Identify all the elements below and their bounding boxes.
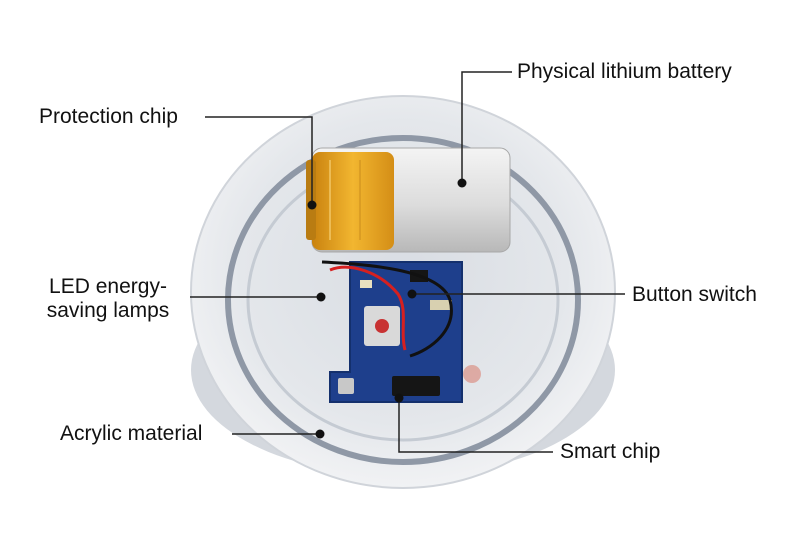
dot-led [316, 292, 326, 302]
black-wire [321, 260, 453, 358]
label-led-line2: saving lamps [46, 299, 170, 322]
label-battery: Physical lithium battery [517, 60, 732, 83]
led-part [338, 378, 354, 394]
smart-chip-part [392, 376, 440, 396]
leader-protection-chip [205, 116, 313, 205]
label-smart-chip: Smart chip [560, 440, 661, 463]
red-wire [329, 265, 407, 351]
led-glow [463, 365, 481, 383]
dot-acrylic [315, 429, 325, 439]
leader-dots [307, 178, 467, 439]
dot-battery [457, 178, 467, 188]
leader-battery [461, 71, 512, 183]
circuit-board [321, 260, 463, 403]
label-led: LED energy- saving lamps [28, 275, 188, 323]
dot-protection-chip [307, 200, 317, 210]
leader-smart-chip [398, 398, 553, 453]
label-button-switch: Button switch [632, 283, 757, 306]
lithium-battery [306, 147, 511, 253]
outer-ring [225, 135, 581, 465]
leader-lines [190, 71, 625, 453]
label-acrylic: Acrylic material [60, 422, 203, 445]
dot-button-switch [407, 289, 417, 299]
label-protection-chip: Protection chip [39, 105, 178, 128]
label-led-line1: LED energy- [49, 275, 167, 298]
dot-smart-chip [394, 393, 404, 403]
